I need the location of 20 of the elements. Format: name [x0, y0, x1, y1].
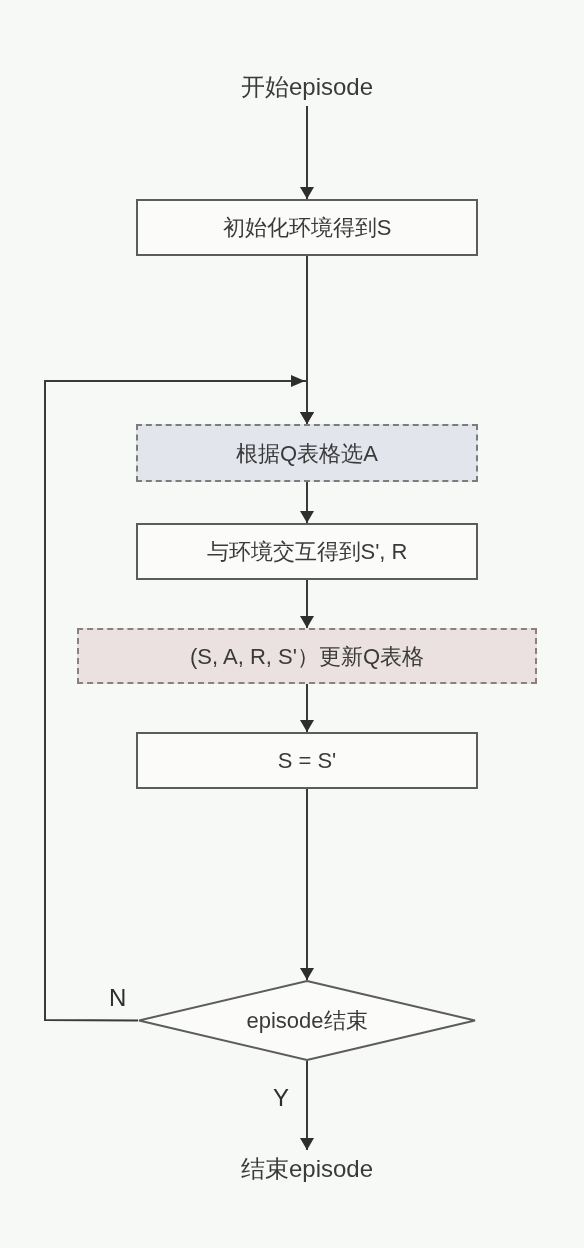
end-label: 结束episode	[240, 1150, 374, 1188]
process-box	[136, 199, 478, 256]
arrow	[300, 481, 314, 524]
step-label: (S, A, R, S'）更新Q表格	[190, 642, 424, 671]
step-label: 与环境交互得到S', R	[206, 538, 408, 566]
process-box	[136, 732, 478, 789]
arrow	[300, 683, 314, 733]
decision-diamond	[138, 980, 476, 1061]
start-label: 开始episode	[240, 68, 374, 106]
process-box	[136, 523, 478, 580]
decision-label: episode结束	[246, 1007, 368, 1035]
process-box	[77, 628, 537, 684]
arrow	[300, 788, 314, 981]
arrow	[300, 1060, 314, 1151]
step-label: 根据Q表格选A	[236, 439, 378, 468]
process-box	[136, 424, 478, 482]
step-label: S = S'	[277, 747, 337, 775]
arrow	[300, 579, 314, 629]
arrow	[300, 105, 314, 200]
step-label: 初始化环境得到S	[222, 214, 392, 242]
